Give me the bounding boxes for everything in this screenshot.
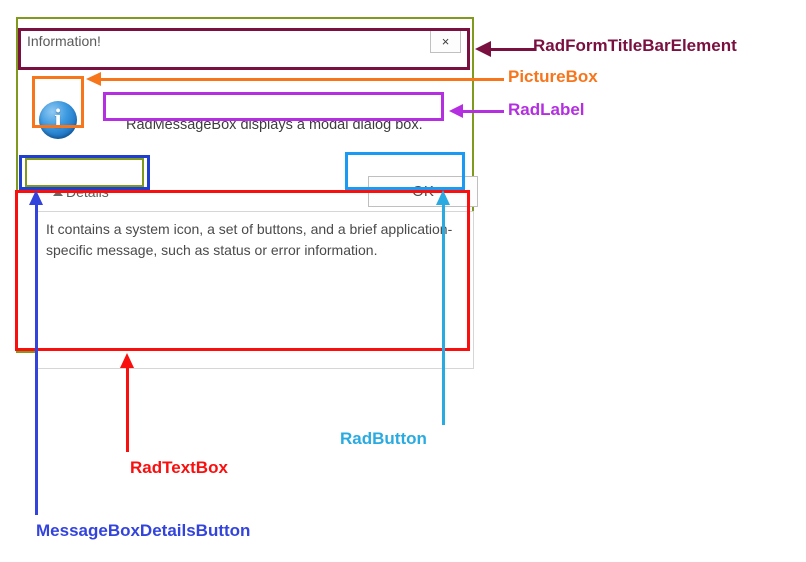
anno-label-radtextbox: RadTextBox <box>130 458 228 477</box>
anno-label-radbutton: RadButton <box>340 429 427 448</box>
dialog-client-area: Information! × i RadMessageBox displays … <box>18 19 478 369</box>
radmessagebox-dialog: Information! × i RadMessageBox displays … <box>16 17 478 369</box>
dialog-title: Information! <box>27 33 101 49</box>
info-circle-icon: i <box>39 101 77 139</box>
anno-line-radtextbox <box>126 366 129 452</box>
caret-up-icon <box>53 190 63 196</box>
messagebox-details-button[interactable]: Details <box>39 177 152 207</box>
details-button-label: Details <box>66 184 109 200</box>
radform-titlebar: Information! × <box>19 24 471 60</box>
anno-label-radlabel: RadLabel <box>508 100 585 119</box>
message-label: RadMessageBox displays a modal dialog bo… <box>126 117 423 133</box>
ok-button[interactable]: OK <box>368 176 478 207</box>
anno-label-radformtitlebarelement: RadFormTitleBarElement <box>533 36 737 55</box>
picturebox: i <box>32 94 84 146</box>
anno-label-messageboxdetailsbutton: MessageBoxDetailsButton <box>36 521 251 540</box>
anno-arrowhead-radformtitlebarelement <box>475 41 491 57</box>
close-icon[interactable]: × <box>430 29 461 53</box>
details-textbox[interactable]: It contains a system icon, a set of butt… <box>35 211 474 369</box>
anno-line-radformtitlebarelement <box>490 48 535 51</box>
info-glyph: i <box>54 104 62 133</box>
anno-label-picturebox: PictureBox <box>508 67 598 86</box>
